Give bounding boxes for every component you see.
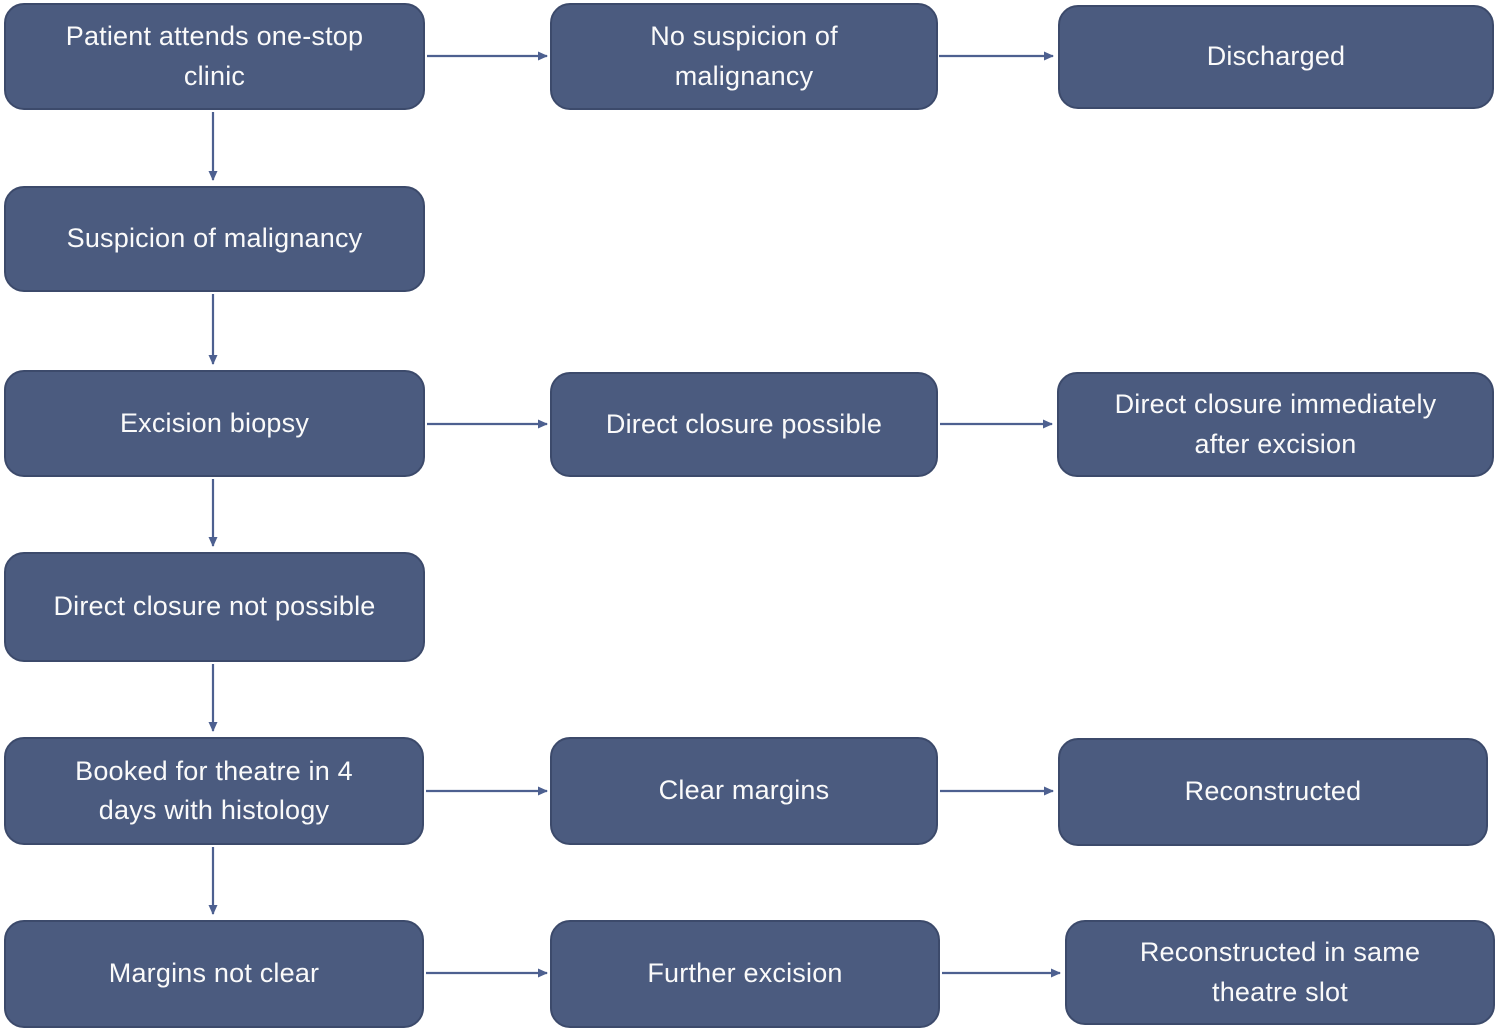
node-label: Margins not clear [108,958,320,989]
node-reconstructed: Reconstructed [1058,738,1488,846]
node-label: Direct closure immediately after excisio… [1114,389,1437,459]
node-no-suspicion-of-malignancy: No suspicion of malignancy [550,3,938,110]
node-suspicion-of-malignancy: Suspicion of malignancy [4,186,425,292]
node-label: Patient attends one-stop clinic [65,21,364,91]
node-discharged: Discharged [1058,5,1494,109]
node-excision-biopsy: Excision biopsy [4,370,425,477]
node-label: No suspicion of malignancy [650,21,838,91]
node-further-excision: Further excision [550,920,940,1028]
node-direct-closure-immediately-after-excision: Direct closure immediately after excisio… [1057,372,1494,477]
node-label: Further excision [647,958,843,989]
node-label: Clear margins [658,775,830,806]
node-reconstructed-in-same-theatre-slot: Reconstructed in same theatre slot [1065,920,1495,1025]
node-direct-closure-possible: Direct closure possible [550,372,938,477]
node-label: Excision biopsy [119,407,310,438]
node-direct-closure-not-possible: Direct closure not possible [4,552,425,662]
node-label: Suspicion of malignancy [66,223,363,254]
node-patient-attends-clinic: Patient attends one-stop clinic [4,3,425,110]
node-clear-margins: Clear margins [550,737,938,845]
node-label: Booked for theatre in 4 days with histol… [75,755,353,825]
node-margins-not-clear: Margins not clear [4,920,424,1028]
node-label: Reconstructed [1184,776,1362,807]
node-label: Direct closure possible [605,408,883,439]
node-label: Direct closure not possible [53,591,376,622]
node-booked-for-theatre: Booked for theatre in 4 days with histol… [4,737,424,845]
node-label: Reconstructed in same theatre slot [1139,937,1421,1007]
node-label: Discharged [1206,41,1346,72]
